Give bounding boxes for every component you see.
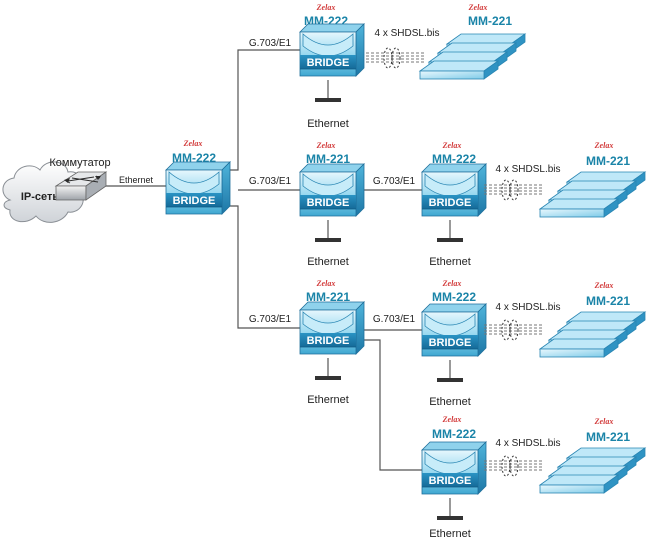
switch-label: Коммутатор (49, 157, 110, 169)
brand-logo: Zelax (442, 141, 462, 150)
bridge-label: BRIDGE (307, 57, 350, 69)
g703-label: G.703/E1 (249, 176, 292, 187)
modem-stack-row4: Zelax MM-221 (539, 417, 646, 494)
switch: Коммутатор (49, 157, 111, 201)
brand-logo: Zelax (594, 417, 614, 426)
cloud-label: IP-сеть (21, 191, 60, 203)
wire-branch-3 (222, 205, 300, 329)
device-central: Zelax MM-222 BRIDGE (165, 139, 231, 215)
g703-label: G.703/E1 (249, 314, 292, 325)
bridge-label: BRIDGE (173, 195, 216, 207)
device-model: MM-222 (432, 290, 476, 304)
device-row1: Zelax MM-222 BRIDGE Ethernet (299, 3, 365, 130)
brand-logo: Zelax (594, 141, 614, 150)
brand-logo: Zelax (183, 139, 203, 148)
g703-label: G.703/E1 (249, 38, 292, 49)
modem-model: MM-221 (586, 294, 630, 308)
shdsl-label: 4 x SHDSL.bis (495, 438, 560, 449)
g703-label: G.703/E1 (373, 176, 416, 187)
modem-model: MM-221 (586, 430, 630, 444)
bridge-label: BRIDGE (429, 337, 472, 349)
switch-ethernet-label: Ethernet (119, 175, 154, 185)
ethernet-label: Ethernet (307, 394, 349, 406)
shdsl-label: 4 x SHDSL.bis (374, 28, 439, 39)
brand-logo: Zelax (316, 279, 336, 288)
ethernet-label: Ethernet (307, 256, 349, 268)
bridge-label: BRIDGE (429, 475, 472, 487)
bridge-label: BRIDGE (307, 335, 350, 347)
modem-stack-row3: Zelax MM-221 (539, 281, 646, 358)
device-model: MM-221 (306, 290, 350, 304)
shdsl-label: 4 x SHDSL.bis (495, 164, 560, 175)
modem-stack-row1: Zelax MM-221 (419, 3, 526, 80)
g703-label: G.703/E1 (373, 314, 416, 325)
wire-221-to-222-row4 (356, 339, 422, 471)
ethernet-label: Ethernet (429, 256, 471, 268)
wires (102, 49, 422, 471)
bridge-label: BRIDGE (307, 197, 350, 209)
device-row2-b: Zelax MM-222 BRIDGE Ethernet (421, 141, 487, 268)
bridge-label: BRIDGE (429, 197, 472, 209)
device-model: MM-221 (306, 152, 350, 166)
device-model: MM-222 (432, 427, 476, 441)
modem-model: MM-221 (586, 154, 630, 168)
ethernet-label: Ethernet (429, 396, 471, 408)
device-row4: Zelax MM-222 BRIDGE Ethernet (421, 415, 487, 539)
brand-logo: Zelax (316, 3, 336, 12)
modem-stack-row2: Zelax MM-221 (539, 141, 646, 218)
ethernet-label: Ethernet (429, 528, 471, 539)
device-model: MM-222 (432, 152, 476, 166)
brand-logo: Zelax (594, 281, 614, 290)
ethernet-label: Ethernet (307, 118, 349, 130)
device-model: MM-222 (172, 151, 216, 165)
device-row3-b: Zelax MM-222 BRIDGE Ethernet (421, 279, 487, 408)
brand-logo: Zelax (442, 279, 462, 288)
device-row2-a: Zelax MM-221 BRIDGE Ethernet (299, 141, 365, 268)
device-row3-a: Zelax MM-221 BRIDGE Ethernet (299, 279, 365, 406)
wire-branch-1 (222, 49, 300, 171)
brand-logo: Zelax (316, 141, 336, 150)
brand-logo: Zelax (442, 415, 462, 424)
modem-model: MM-221 (468, 14, 512, 28)
shdsl-label: 4 x SHDSL.bis (495, 302, 560, 313)
brand-logo: Zelax (468, 3, 488, 12)
